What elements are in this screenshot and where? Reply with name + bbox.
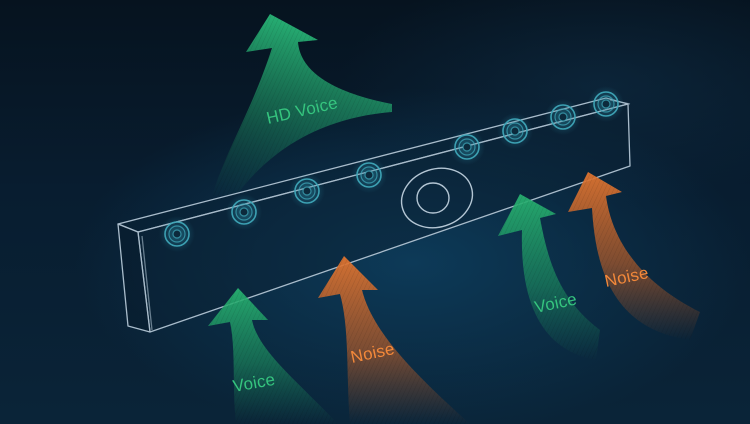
- microphone-7: [545, 99, 581, 135]
- voice-arrow-right: [498, 194, 600, 360]
- microphone-8: [588, 86, 624, 122]
- noise-arrow-center: [318, 256, 470, 424]
- microphone-4: [351, 157, 387, 193]
- hd-voice-arrow: [212, 14, 392, 196]
- voice-arrow-left: [208, 288, 338, 424]
- noise-arrow-right: [568, 172, 700, 340]
- microphone-array: [159, 86, 624, 252]
- microphone-2: [226, 194, 262, 230]
- microphone-1: [159, 216, 195, 252]
- microphone-5: [449, 129, 485, 165]
- microphone-3: [289, 173, 325, 209]
- microphone-6: [497, 113, 533, 149]
- camera-lens: [400, 167, 474, 229]
